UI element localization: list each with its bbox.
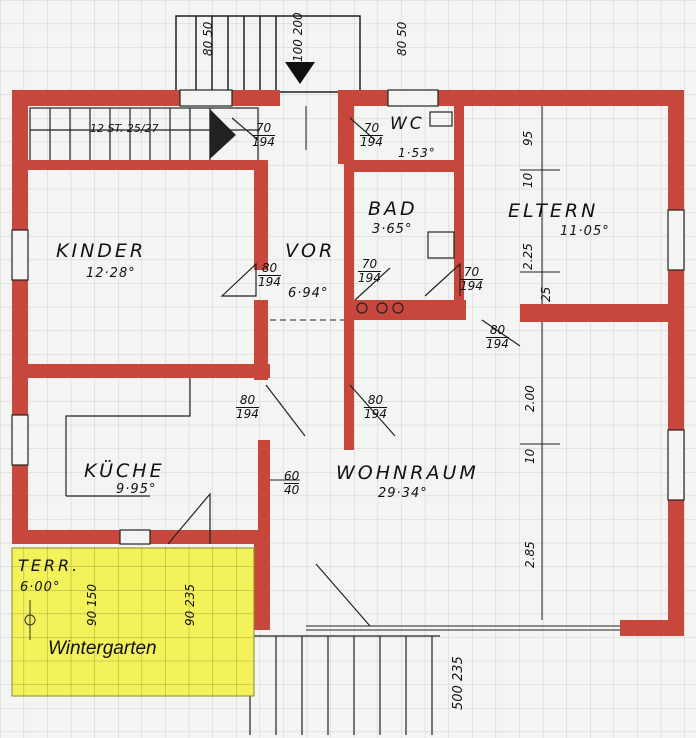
dim-eltern-v4: 25	[539, 286, 553, 302]
room-label-wc: WC	[390, 114, 425, 134]
dim-top-right: 80 50	[395, 21, 409, 56]
room-area-kinder: 12·28°	[86, 266, 136, 281]
entrance-arrow-icon	[285, 62, 315, 84]
door-swings	[167, 117, 521, 627]
dim-wohn-v2: 10	[523, 448, 537, 464]
entrance-stairs	[175, 15, 361, 93]
room-area-wohnraum: 29·34°	[378, 486, 428, 501]
dim-wohn-v3: 2.85	[523, 541, 537, 568]
room-area-terr: 6·00°	[20, 580, 61, 595]
kitchen-counter	[65, 378, 191, 497]
dim-top-center: 100 200	[291, 12, 305, 62]
room-label-eltern: ELTERN	[508, 200, 599, 222]
dim-eltern-v3: 2.25	[521, 243, 535, 270]
room-label-bad: BAD	[368, 198, 418, 220]
room-area-eltern: 11·05°	[560, 224, 610, 239]
room-area-wc: 1·53°	[398, 146, 436, 160]
dim-terr-w2: 90 235	[183, 584, 197, 626]
dim-terr-w1: 90 150	[85, 584, 99, 626]
bath-fixtures	[356, 111, 455, 314]
dim-wohn-v1: 2.00	[523, 385, 537, 412]
bottom-stairs	[249, 635, 440, 735]
stair-note: 12 ST. 25/27	[90, 122, 159, 135]
room-label-terr: TERR.	[18, 556, 81, 575]
room-label-vor: VOR	[285, 240, 336, 262]
dim-bottom-right: 500 235	[451, 656, 466, 710]
terrace-marker	[24, 600, 36, 640]
dim-top-left: 80 50	[201, 21, 215, 56]
wintergarten-label: Wintergarten	[48, 638, 157, 659]
room-label-kinder: KINDER	[56, 240, 147, 262]
dim-eltern-v2: 10	[521, 172, 535, 188]
room-area-kueche: 9·95°	[116, 482, 157, 497]
room-label-kueche: KÜCHE	[84, 460, 165, 482]
windows	[11, 89, 685, 545]
room-area-bad: 3·65°	[372, 222, 413, 237]
room-area-vor: 6·94°	[288, 286, 329, 301]
dim-eltern-v1: 95	[521, 130, 535, 146]
dimension-lines	[270, 106, 620, 631]
room-label-wohnraum: WOHNRAUM	[336, 462, 479, 484]
